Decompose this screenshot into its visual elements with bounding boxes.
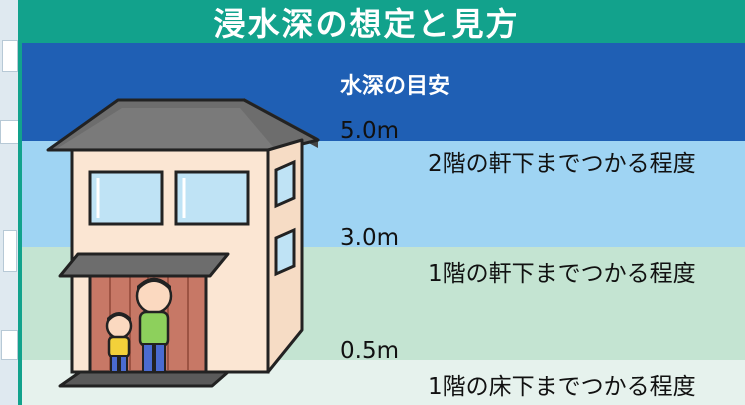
title-bar: 浸水深の想定と見方 [18,0,745,43]
page-title: 浸水深の想定と見方 [213,4,520,43]
map-road [0,120,20,144]
depth-description-0.5m: 1階の床下までつかる程度 [428,374,696,400]
depth-description-5m: 2階の軒下までつかる程度 [428,151,696,177]
adult-figure-icon [135,277,173,373]
child-figure-icon [105,312,133,373]
depth-description-3m: 1階の軒下までつかる程度 [428,261,696,287]
depth-label-3m: 3.0m [340,225,399,251]
depth-label-5m: 5.0m [340,118,399,144]
house-illustration-icon [46,98,320,388]
map-road [1,330,18,360]
flood-depth-panel: 浸水深の想定と見方 [18,0,745,405]
map-strip [0,0,22,405]
map-road [3,230,17,272]
depth-label-0.5m: 0.5m [340,338,399,364]
map-road [2,40,18,72]
legend-title: 水深の目安 [340,74,451,99]
